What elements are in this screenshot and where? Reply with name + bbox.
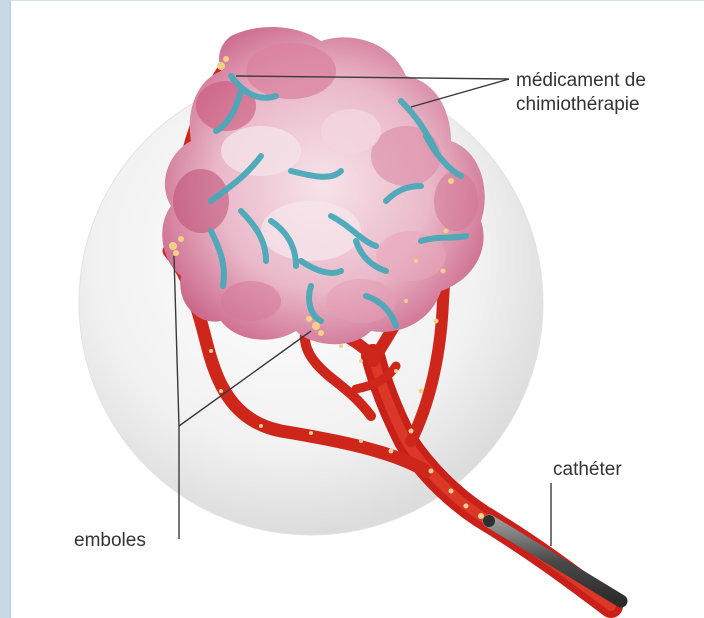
drug-label-line1: médicament de [516, 70, 646, 91]
catheter-tube-icon [483, 515, 621, 601]
catheter-label: cathéter [553, 459, 622, 480]
drug-label-line2: chimiothérapie [516, 94, 640, 115]
tace-diagram: médicament de chimiothérapie cathéter em… [11, 1, 704, 618]
illustration-frame: médicament de chimiothérapie cathéter em… [10, 0, 704, 618]
emboli-label: emboles [74, 530, 146, 551]
tumor-illustration-icon [162, 27, 484, 344]
